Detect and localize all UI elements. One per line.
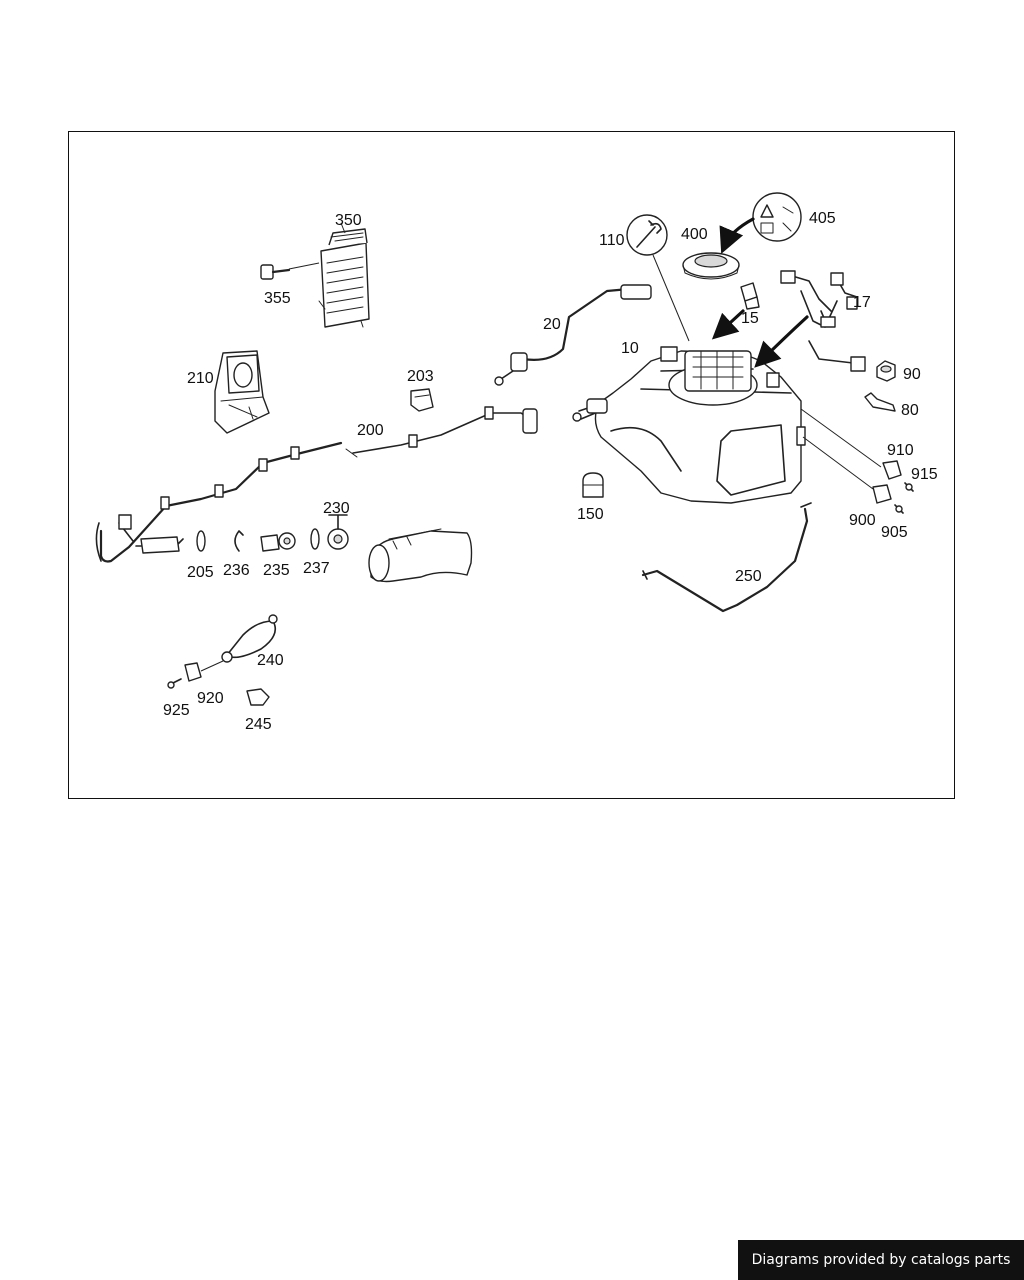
wrench-symbol-icon <box>626 214 690 342</box>
label-245: 245 <box>245 716 272 733</box>
label-235: 235 <box>263 562 290 579</box>
warning-label-icon <box>719 192 802 254</box>
label-915: 915 <box>911 466 938 483</box>
circlip-part <box>234 530 244 552</box>
sensor-cable-part <box>494 284 652 386</box>
label-10: 10 <box>621 340 639 357</box>
flange-part <box>327 514 349 550</box>
label-237: 237 <box>303 560 330 577</box>
retainer-clip-part <box>246 688 270 706</box>
label-15: 15 <box>741 310 759 327</box>
filler-hose-part <box>368 528 473 583</box>
label-355: 355 <box>264 290 291 307</box>
label-900: 900 <box>849 512 876 529</box>
wiring-harness-part <box>754 270 866 372</box>
plate-part <box>864 392 896 412</box>
seal-part <box>310 528 320 550</box>
filler-cap-part <box>682 252 740 280</box>
label-110: 110 <box>599 232 625 249</box>
nut-part <box>876 360 896 382</box>
fitting-part <box>260 532 296 552</box>
bracket-part <box>214 350 270 434</box>
credit-badge: Diagrams provided by catalogs parts <box>738 1240 1024 1280</box>
small-connector-part <box>167 662 202 689</box>
label-400: 400 <box>681 226 708 243</box>
label-205: 205 <box>187 564 214 581</box>
plug-part <box>582 472 604 498</box>
label-925: 925 <box>163 702 190 719</box>
breather-line-part <box>200 614 278 672</box>
label-350: 350 <box>335 212 362 229</box>
label-405: 405 <box>809 210 836 227</box>
fuel-tank-part <box>572 346 806 504</box>
label-20: 20 <box>543 316 561 333</box>
clip-part <box>410 388 434 412</box>
fuel-line-part <box>95 406 538 563</box>
connector-part <box>800 408 914 514</box>
label-200: 200 <box>357 422 384 439</box>
bolt-part <box>260 262 320 280</box>
label-230: 230 <box>323 500 350 517</box>
tank-strap-part <box>641 502 812 613</box>
label-905: 905 <box>881 524 908 541</box>
label-240: 240 <box>257 652 284 669</box>
label-910: 910 <box>887 442 914 459</box>
label-920: 920 <box>197 690 224 707</box>
label-80: 80 <box>901 402 919 419</box>
label-236: 236 <box>223 562 250 579</box>
label-17: 17 <box>853 294 871 311</box>
label-250: 250 <box>735 568 762 585</box>
parts-diagram: 350 355 210 203 200 20 10 110 400 405 15… <box>95 192 938 733</box>
label-203: 203 <box>407 368 434 385</box>
label-210: 210 <box>187 370 214 387</box>
valve-part <box>711 282 760 340</box>
control-unit-part <box>318 222 370 328</box>
o-ring-part <box>196 530 206 552</box>
parts-diagram-frame: 350 355 210 203 200 20 10 110 400 405 15… <box>68 131 955 799</box>
label-90: 90 <box>903 366 921 383</box>
label-150: 150 <box>577 506 604 523</box>
